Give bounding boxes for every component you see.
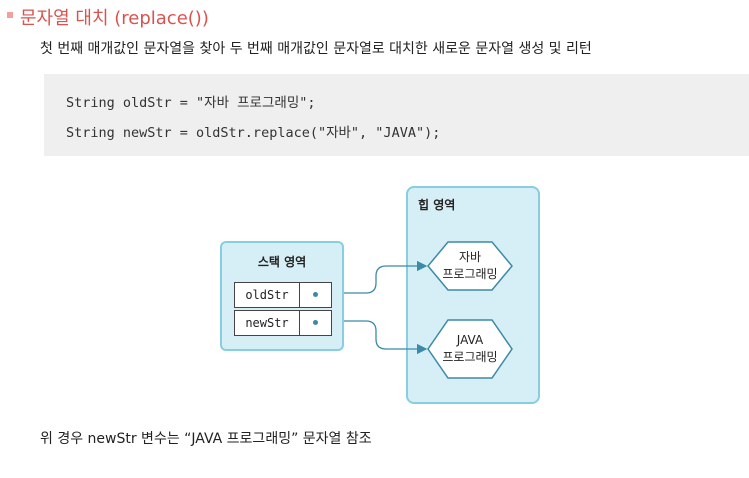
stack-variable-oldstr: oldStr (234, 282, 332, 308)
heap-object-2-line2: 프로그래밍 (442, 350, 498, 364)
stack-variable-newstr: newStr (234, 310, 332, 336)
stack-area: 스택 영역 oldStr newStr (220, 241, 344, 351)
heap-area-label: 힙 영역 (418, 198, 456, 212)
bullet-icon (7, 12, 13, 18)
code-line-1: String oldStr = "자바 프로그래밍"; (66, 95, 316, 111)
reference-dot-oldstr (313, 292, 318, 297)
arrow-newstr (315, 320, 428, 355)
heap-object-2-text: JAVA 프로그래밍 (430, 332, 510, 366)
heap-object-1-text: 자바 프로그래밍 (430, 249, 510, 283)
reference-dot-newstr (313, 320, 318, 325)
footer-note: 위 경우 newStr 변수는 “JAVA 프로그래밍” 문자열 참조 (40, 431, 372, 447)
heap-object-1-line1: 자바 (458, 250, 482, 264)
code-line-2: String newStr = oldStr.replace("자바", "JA… (66, 125, 441, 141)
arrow-oldstr (315, 260, 428, 294)
variable-name-oldstr: oldStr (235, 283, 300, 307)
variable-name-newstr: newStr (235, 311, 300, 335)
description-text: 첫 번째 매개값인 문자열을 찾아 두 번째 매개값인 문자열로 대치한 새로운… (40, 41, 592, 57)
section-title: 문자열 대치 (replace()) (20, 8, 209, 29)
heap-object-1-line2: 프로그래밍 (442, 267, 498, 281)
heap-object-1-hexagon (427, 241, 513, 291)
heap-object-2-line1: JAVA (456, 333, 484, 347)
code-block: String oldStr = "자바 프로그래밍"; String newSt… (44, 74, 749, 156)
heap-object-2-hexagon (427, 319, 513, 379)
stack-area-label: 스택 영역 (257, 255, 307, 269)
